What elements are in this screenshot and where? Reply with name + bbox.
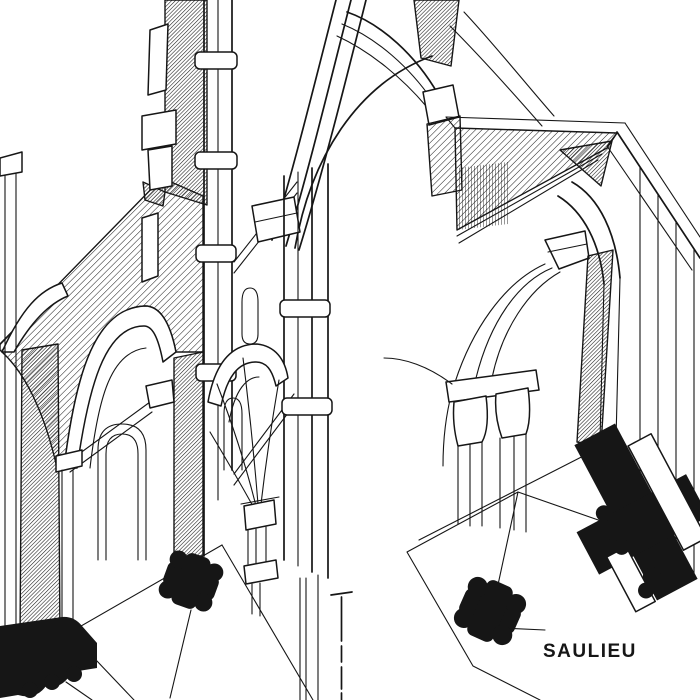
aisle-pier: [383, 357, 540, 533]
respond-base: [243, 559, 279, 585]
arch-intrados: [294, 55, 433, 249]
plan-panel-edge: [221, 544, 314, 700]
bay2-arch-band: [207, 343, 289, 407]
arcade-bay-1: [55, 305, 177, 639]
bay1-impost: [55, 449, 83, 473]
wall-slot: [141, 212, 159, 283]
aisle-cut-web: [457, 162, 508, 230]
bay2-lancet: [223, 397, 243, 471]
pier-plan-footprint: [158, 550, 224, 612]
wall-plan-footprint: [0, 616, 97, 698]
aisle-capital: [452, 395, 489, 447]
top-wedge: [147, 23, 169, 96]
pier-plan-footprint: [453, 576, 527, 646]
shaft-ring: [194, 151, 238, 170]
bay0-arch-band: [1, 282, 69, 353]
plan-panel-edge: [406, 491, 605, 700]
bay0-capital: [141, 109, 177, 151]
saulieu-label: SAULIEU: [543, 641, 637, 662]
vault-cut-block: [413, 0, 460, 67]
left-pilaster-face: [0, 151, 23, 633]
shaft-ring: [194, 51, 238, 70]
plan-connector: [169, 609, 192, 699]
plan-left-bay: [0, 544, 314, 700]
aisle-capital: [494, 387, 531, 439]
clerestory-window: [241, 287, 259, 345]
aisle-abacus: [445, 369, 540, 403]
shaft-ring: [279, 299, 331, 318]
shaft-ring: [195, 244, 237, 263]
bay1-lancet-window: [97, 423, 147, 561]
scale-bar: [330, 591, 353, 700]
left-wall-cut-section: [0, 0, 208, 641]
arch-impost: [251, 196, 301, 243]
wall-plan-footprint: [574, 423, 700, 613]
cut-strip-middle: [173, 351, 204, 557]
outer-wall-cut-strip: [576, 249, 614, 447]
aisle-outer-arch: [571, 181, 621, 279]
arcade-bay-2: [207, 343, 289, 617]
vault-corbel: [544, 230, 590, 270]
shaft-ring: [281, 397, 333, 416]
vault-surface-line: [449, 25, 543, 127]
plan-right-bay: [406, 423, 700, 700]
bay2-rib-fan: [209, 357, 280, 509]
bay1-corbel: [145, 379, 175, 409]
plan-connector: [495, 491, 519, 595]
cut-strip-left: [19, 343, 61, 641]
far-transverse-arch: [336, 11, 555, 197]
aisle-vault-cut: [445, 116, 626, 244]
respond-capital: [243, 499, 277, 531]
nave-pier: [279, 163, 333, 700]
bay0-capital-neck: [147, 145, 173, 191]
